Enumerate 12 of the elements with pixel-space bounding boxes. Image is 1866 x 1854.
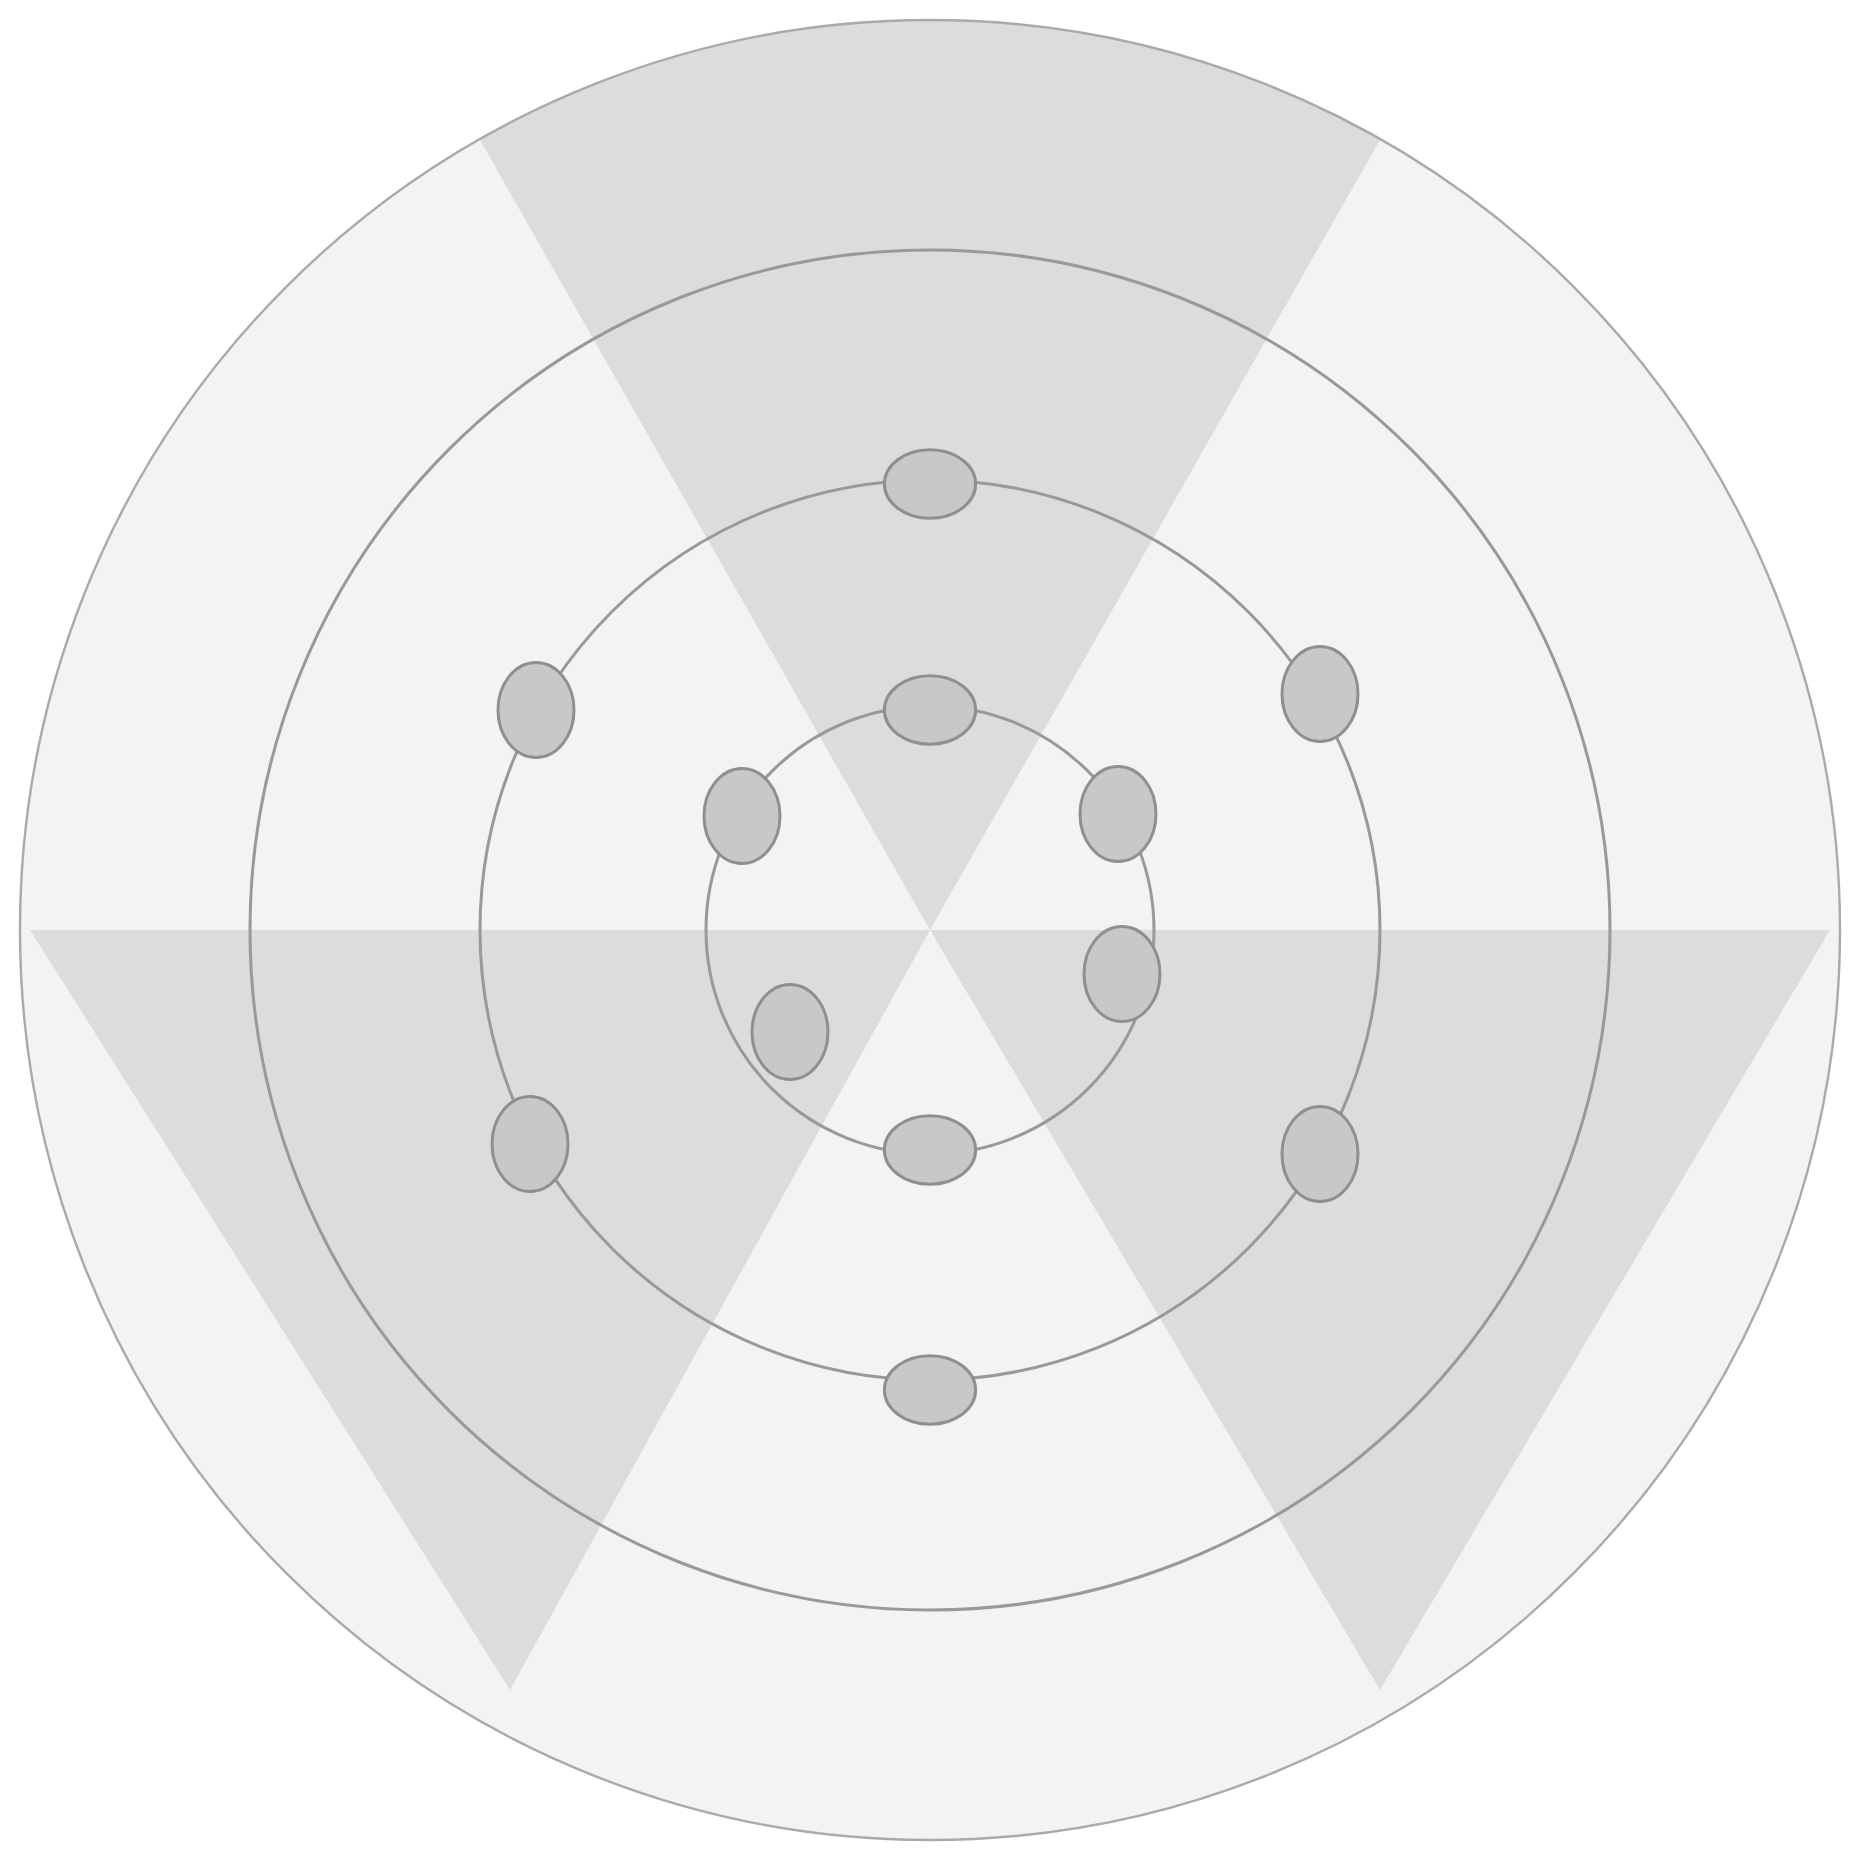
oval-marker: [1078, 764, 1158, 864]
oval-marker: [1280, 1104, 1360, 1204]
oval-marker: [496, 660, 576, 760]
oval-marker: [1082, 924, 1162, 1024]
oval-marker: [882, 448, 978, 520]
oval-marker: [702, 766, 782, 866]
oval-marker: [750, 982, 830, 1082]
oval-marker: [882, 1354, 978, 1426]
oval-marker: [1280, 644, 1360, 744]
oval-marker: [490, 1094, 570, 1194]
oval-marker: [882, 674, 978, 746]
oval-marker: [882, 1114, 978, 1186]
